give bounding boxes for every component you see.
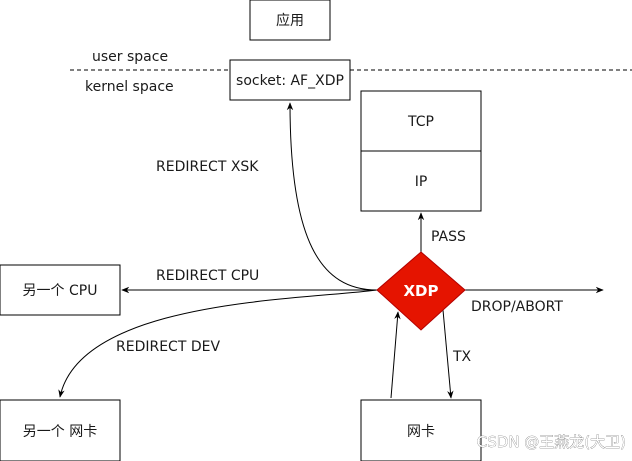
redirect-dev-arrow [58,289,378,398]
other-nic-label: 另一个 网卡 [23,424,97,440]
other-cpu-box [0,264,121,316]
nic-to-xdp-arrow [390,311,401,399]
tx-arrow [442,309,454,399]
redirect-xsk-label: REDIRECT XSK [156,159,259,175]
ip-label: IP [415,174,428,190]
nic-box [360,399,482,461]
nic-label: 网卡 [407,424,435,440]
user-space-label: user space [92,49,168,65]
other-cpu-label: 另一个 CPU [23,283,98,299]
app-label: 应用 [276,12,304,29]
tx-label: TX [452,349,472,365]
xdp-label: XDP [403,282,438,300]
tcp-label: TCP [407,114,434,130]
drop-abort-label: DROP/ABORT [471,299,563,315]
pass-label: PASS [431,229,466,245]
redirect-dev-label: REDIRECT DEV [116,339,220,355]
ip-box [360,150,482,212]
xdp-diamond [376,251,466,331]
socket-label: socket: AF_XDP [236,73,344,89]
kernel-space-label: kernel space [85,79,174,95]
watermark: CSDN @王燕龙(大卫) [477,433,626,451]
socket-box [229,59,351,101]
redirect-cpu-label: REDIRECT CPU [156,268,259,284]
other-nic-box [0,399,121,461]
tcp-box [360,90,482,152]
app-box [249,0,331,41]
redirect-xsk-arrow [286,102,378,291]
